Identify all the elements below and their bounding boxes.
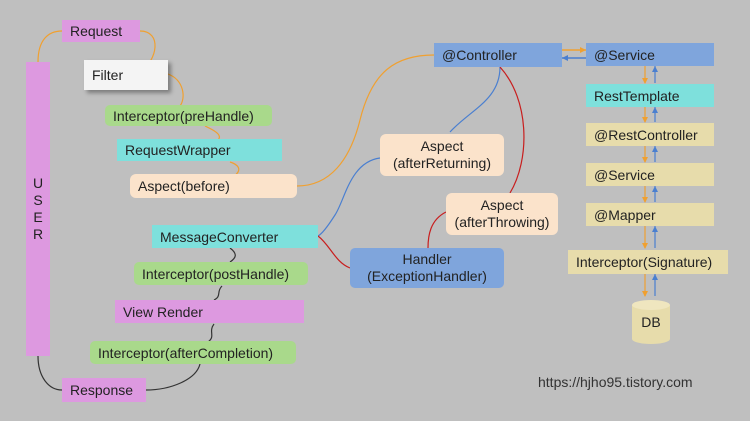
user-letter: U xyxy=(32,175,44,191)
mapper-box: @Mapper xyxy=(586,203,714,226)
stack-arrows xyxy=(642,66,658,297)
request-wrapper-box: RequestWrapper xyxy=(117,139,282,161)
view-to-aftercompletion-line xyxy=(207,323,215,343)
aspect-afterreturning-box: Aspect (afterReturning) xyxy=(380,134,504,176)
credit-url: https://hjho95.tistory.com xyxy=(538,374,693,390)
handler-line2: (ExceptionHandler) xyxy=(367,268,487,284)
prehandle-to-wrapper-line xyxy=(204,125,221,141)
aspect-afterthrowing-line2: (afterThrowing) xyxy=(454,214,550,230)
database-icon xyxy=(632,300,670,344)
handler-to-converter-line xyxy=(317,235,351,269)
filter-to-prehandle-line xyxy=(167,73,184,107)
interceptor-posthandle-box: Interceptor(postHandle) xyxy=(134,262,308,285)
afterreturning-to-converter-line xyxy=(317,157,381,237)
aspect-afterthrowing-box: Aspect (afterThrowing) xyxy=(446,193,558,235)
service-to-controller-arrow xyxy=(562,55,568,61)
aftercompletion-to-response-line xyxy=(145,363,201,391)
controller-to-afterreturning-line xyxy=(449,66,501,133)
interceptor-aftercompletion-box: Interceptor(afterCompletion) xyxy=(90,341,296,364)
filter-box: Filter xyxy=(84,60,168,90)
service-mid-box: @Service xyxy=(586,163,714,186)
user-letter: R xyxy=(32,226,44,242)
aspect-before-to-controller-line xyxy=(296,54,435,187)
request-box: Request xyxy=(62,20,140,42)
handler-line1: Handler xyxy=(402,251,452,267)
user-letter: E xyxy=(33,209,43,225)
controller-to-afterthrowing-line xyxy=(499,66,525,194)
message-converter-box: MessageConverter xyxy=(152,225,318,248)
service-top-box: @Service xyxy=(586,43,714,66)
converter-to-posthandle-line xyxy=(229,247,236,263)
aspect-before-box: Aspect(before) xyxy=(130,174,297,198)
user-letter: S xyxy=(33,192,43,208)
user-bar: U S E R xyxy=(26,62,50,356)
aspect-afterthrowing-line1: Aspect xyxy=(480,197,524,213)
user-to-response-line xyxy=(37,355,63,391)
afterthrowing-to-handler-line xyxy=(427,211,447,249)
controller-box: @Controller xyxy=(434,43,562,67)
aspect-afterreturning-line1: Aspect xyxy=(420,138,464,154)
aspect-afterreturning-line2: (afterReturning) xyxy=(392,155,492,171)
controller-to-service-arrow xyxy=(580,47,586,53)
interceptor-prehandle-box: Interceptor(preHandle) xyxy=(105,105,272,126)
exception-handler-box: Handler (ExceptionHandler) xyxy=(350,248,504,288)
rest-controller-box: @RestController xyxy=(586,123,714,146)
database-label: DB xyxy=(641,314,661,330)
rest-template-box: RestTemplate xyxy=(586,84,714,107)
view-render-box: View Render xyxy=(115,300,304,323)
response-box: Response xyxy=(62,378,146,402)
posthandle-to-view-line xyxy=(213,285,223,301)
user-to-request-line xyxy=(37,30,63,63)
interceptor-signature-box: Interceptor(Signature) xyxy=(568,250,728,274)
